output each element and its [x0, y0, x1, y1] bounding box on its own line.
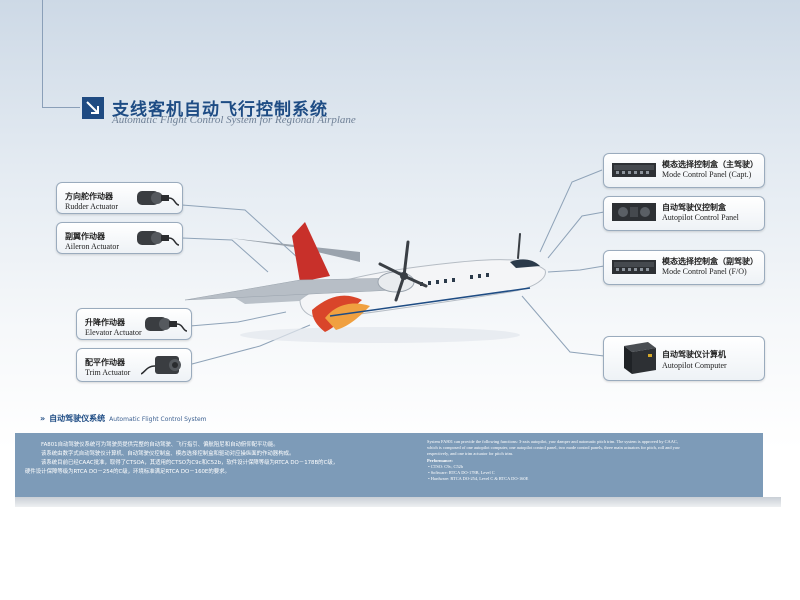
description-en-line: System FA801 can provide the following f… — [427, 439, 678, 444]
control-panel-icon — [612, 203, 656, 221]
trim-actuator-icon — [141, 356, 181, 375]
autopilot-control-panel-card: 自动驾驶仪控制盒 Autopilot Control Panel — [603, 196, 765, 231]
component-label-zh: 自动驾驶仪控制盒 — [662, 203, 726, 212]
mode-control-panel-fo-card: 模态选择控制盒（副驾驶） Mode Control Panel (F/O) — [603, 250, 765, 285]
leader-line-mcp-capt — [539, 169, 603, 253]
description-zh-line: 该系统目前已经CAAC批准，取得了CTSOA，其适用的CTSO为C9c和C52b… — [41, 460, 339, 466]
component-label-zh: 自动驾驶仪计算机 — [662, 350, 726, 359]
description-en-line: which is composed of one autopilot compu… — [427, 445, 680, 451]
component-label-en: Rudder Actuator — [65, 202, 119, 211]
component-label-zh: 模态选择控制盒（主驾驶） — [662, 160, 758, 169]
control-panel-icon — [612, 260, 656, 274]
performance-item: • CTSO: C9c, C52b — [427, 463, 464, 469]
performance-label: Performance: — [427, 457, 453, 463]
description-en-line: respectively, and one trim actuator for … — [427, 451, 514, 457]
trim-actuator-card: 配平作动器 Trim Actuator — [76, 348, 192, 382]
performance-item: • Software: RTCA DO-178B, Level C — [427, 470, 495, 476]
component-label-en: Mode Control Panel (Capt.) — [662, 170, 752, 179]
performance-item-text: CTSO: C9c, C52b — [430, 463, 464, 469]
leader-line-rudder — [181, 204, 299, 259]
decorative-line-horizontal — [42, 107, 80, 108]
elevator-actuator-card: 升降作动器 Elevator Actuator — [76, 308, 192, 340]
leader-line-elevator — [189, 311, 287, 327]
component-label-en: Autopilot Control Panel — [662, 213, 739, 222]
component-label-en: Elevator Actuator — [85, 328, 142, 337]
mode-control-panel-capt-card: 模态选择控制盒（主驾驶） Mode Control Panel (Capt.) — [603, 153, 765, 188]
leader-line-aileron — [181, 237, 269, 273]
component-label-zh: 配平作动器 — [85, 358, 125, 367]
description-zh-line: 硬件设计保障等级为RTCA DO－254的C级，环境标准满足RTCA DO－16… — [25, 469, 230, 475]
performance-item: • Hardware: RTCA DO-254, Level C & RTCA … — [427, 476, 529, 482]
description-en: System FA801 can provide the following f… — [427, 439, 757, 482]
component-label-en: Trim Actuator — [85, 368, 131, 377]
description-zh: FA801自动驾驶仪系统可为驾驶员提供完整的自动驾驶、飞行指引、偏航阻尼和自动俯… — [25, 441, 415, 477]
rudder-actuator-card: 方向舵作动器 Rudder Actuator — [56, 182, 183, 214]
performance-item-text: Hardware: RTCA DO-254, Level C & RTCA DO… — [430, 476, 529, 482]
section-title-en: Automatic Flight Control System — [109, 416, 207, 423]
component-label-zh: 升降作动器 — [85, 318, 125, 327]
control-panel-icon — [612, 163, 656, 177]
description-zh-line: 该系统由数字式自动驾驶仪计算机、自动驾驶仪控制盒、模态选择控制盒和驱动对应操纵面… — [41, 451, 295, 457]
computer-unit-icon — [624, 342, 656, 374]
description-zh-line: FA801自动驾驶仪系统可为驾驶员提供完整的自动驾驶、飞行指引、偏航阻尼和自动俯… — [41, 442, 279, 448]
leader-line-mcp-fo — [547, 265, 605, 273]
actuator-icon — [137, 191, 179, 206]
description-band: FA801自动驾驶仪系统可为驾驶员提供完整的自动驾驶、飞行指引、偏航阻尼和自动俯… — [15, 433, 763, 497]
component-label-zh: 模态选择控制盒（副驾驶） — [662, 257, 758, 266]
actuator-icon — [137, 231, 179, 246]
autopilot-computer-card: 自动驾驶仪计算机 Autopilot Computer — [603, 336, 765, 381]
component-label-zh: 方向舵作动器 — [65, 192, 113, 201]
component-label-zh: 副翼作动器 — [65, 232, 105, 241]
page-title: 支线客机自动飞行控制系统 — [112, 100, 328, 120]
leader-line-ap-panel — [547, 211, 605, 259]
leader-line-ap-computer — [521, 295, 605, 357]
performance-item-text: Software: RTCA DO-178B, Level C — [430, 470, 495, 476]
component-label-en: Mode Control Panel (F/O) — [662, 267, 747, 276]
title-arrow-icon — [82, 97, 104, 119]
decorative-line-vertical — [42, 0, 43, 108]
double-chevron-icon: » — [40, 414, 46, 423]
page-subtitle: Automatic Flight Control System for Regi… — [112, 114, 356, 126]
actuator-icon — [145, 317, 187, 332]
section-title-zh: 自动驾驶仪系统 — [49, 414, 106, 423]
component-label-en: Aileron Actuator — [65, 242, 119, 251]
component-label-en: Autopilot Computer — [662, 361, 727, 370]
band-shadow — [15, 497, 781, 507]
aileron-actuator-card: 副翼作动器 Aileron Actuator — [56, 222, 183, 254]
